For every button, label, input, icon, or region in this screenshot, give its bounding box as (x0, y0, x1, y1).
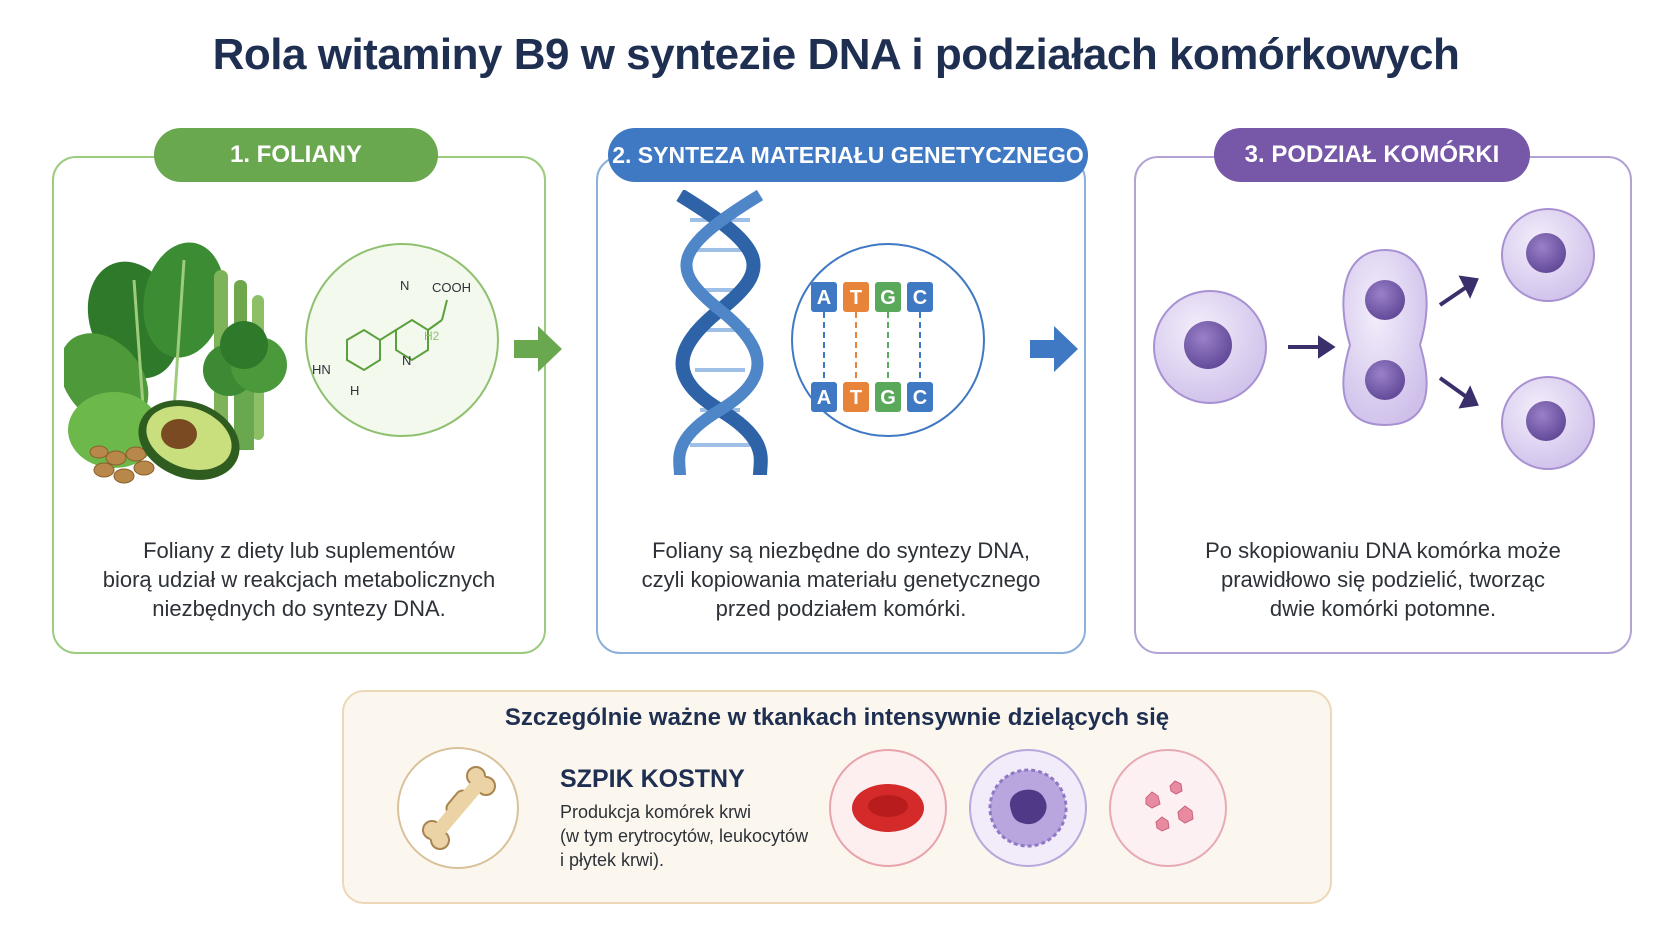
platelets-icon (1109, 749, 1227, 867)
arrow-right-icon-2 (1030, 326, 1078, 372)
step-1-label: 1. FOLIANY (154, 128, 438, 182)
base-block-bottom (907, 382, 933, 412)
arrow-right-icon-1 (514, 326, 562, 372)
step-1-description: Foliany z diety lub suplementów biorą ud… (102, 538, 496, 621)
step-3-description: Po skopiowaniu DNA komórka może prawidło… (1205, 538, 1561, 621)
bone-icon (397, 747, 519, 869)
molecule-h2: H2 (424, 329, 440, 343)
base-block-top (811, 282, 837, 312)
base-letter-top: C (913, 287, 927, 309)
white-blood-cell-icon (969, 749, 1087, 867)
red-blood-cell-icon (829, 749, 947, 867)
base-letter-top: A (817, 287, 831, 309)
bottom-title: Szczególnie ważne w tkankach intensywnie… (504, 704, 1170, 731)
base-block-bottom (875, 382, 901, 412)
cell-division-illustration (1153, 208, 1595, 470)
folate-molecule-illustration: N COOH H2 HN N H (305, 243, 499, 437)
base-block-top (843, 282, 869, 312)
base-letter-bottom: C (913, 387, 927, 409)
molecule-n-top: N (400, 278, 409, 293)
base-block-top (875, 282, 901, 312)
dna-helix-icon (673, 190, 768, 476)
base-letter-top: T (850, 287, 862, 309)
dividing-cell (1342, 248, 1428, 427)
base-letter-bottom: T (850, 387, 862, 409)
bone-marrow-text: Produkcja komórek krwi (w tym erytrocytó… (560, 802, 809, 870)
step-2-label: 2. SYNTEZA MATERIAŁU GENETYCZNEGO (608, 128, 1088, 182)
step-2-description: Foliany są niezbędne do syntezy DNA, czy… (641, 538, 1041, 621)
base-letter-bottom: A (817, 387, 831, 409)
vegetables-illustration (64, 242, 287, 484)
base-block-bottom (843, 382, 869, 412)
base-block-bottom (811, 382, 837, 412)
molecule-n-mid: N (402, 353, 411, 368)
bone-marrow-heading: SZPIK KOSTNY (560, 765, 745, 793)
step-3-label: 3. PODZIAŁ KOMÓRKI (1214, 128, 1530, 182)
base-letter-top: G (880, 287, 896, 309)
base-letter-bottom: G (880, 387, 896, 409)
page-title: Rola witaminy B9 w syntezie DNA i podzia… (212, 30, 1460, 79)
base-block-top (907, 282, 933, 312)
arrow-icon-division (1288, 335, 1336, 359)
molecule-cooh: COOH (432, 280, 471, 295)
molecule-hn-left: HN (312, 362, 331, 377)
molecule-h-bottom: H (350, 383, 359, 398)
